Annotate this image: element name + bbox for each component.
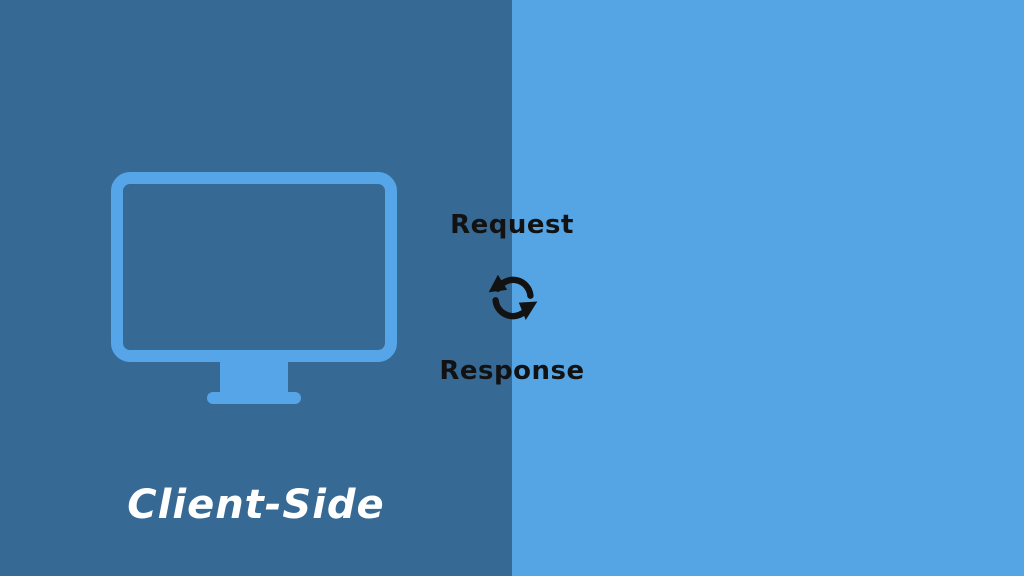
client-panel: Client-Side bbox=[0, 0, 512, 576]
client-side-label: Client-Side bbox=[127, 482, 385, 528]
sync-arrows-icon bbox=[488, 274, 538, 321]
request-label: Request bbox=[450, 210, 574, 240]
monitor-icon bbox=[111, 172, 397, 404]
response-label: Response bbox=[439, 356, 585, 386]
server-panel: Server-Side bbox=[512, 0, 1024, 576]
